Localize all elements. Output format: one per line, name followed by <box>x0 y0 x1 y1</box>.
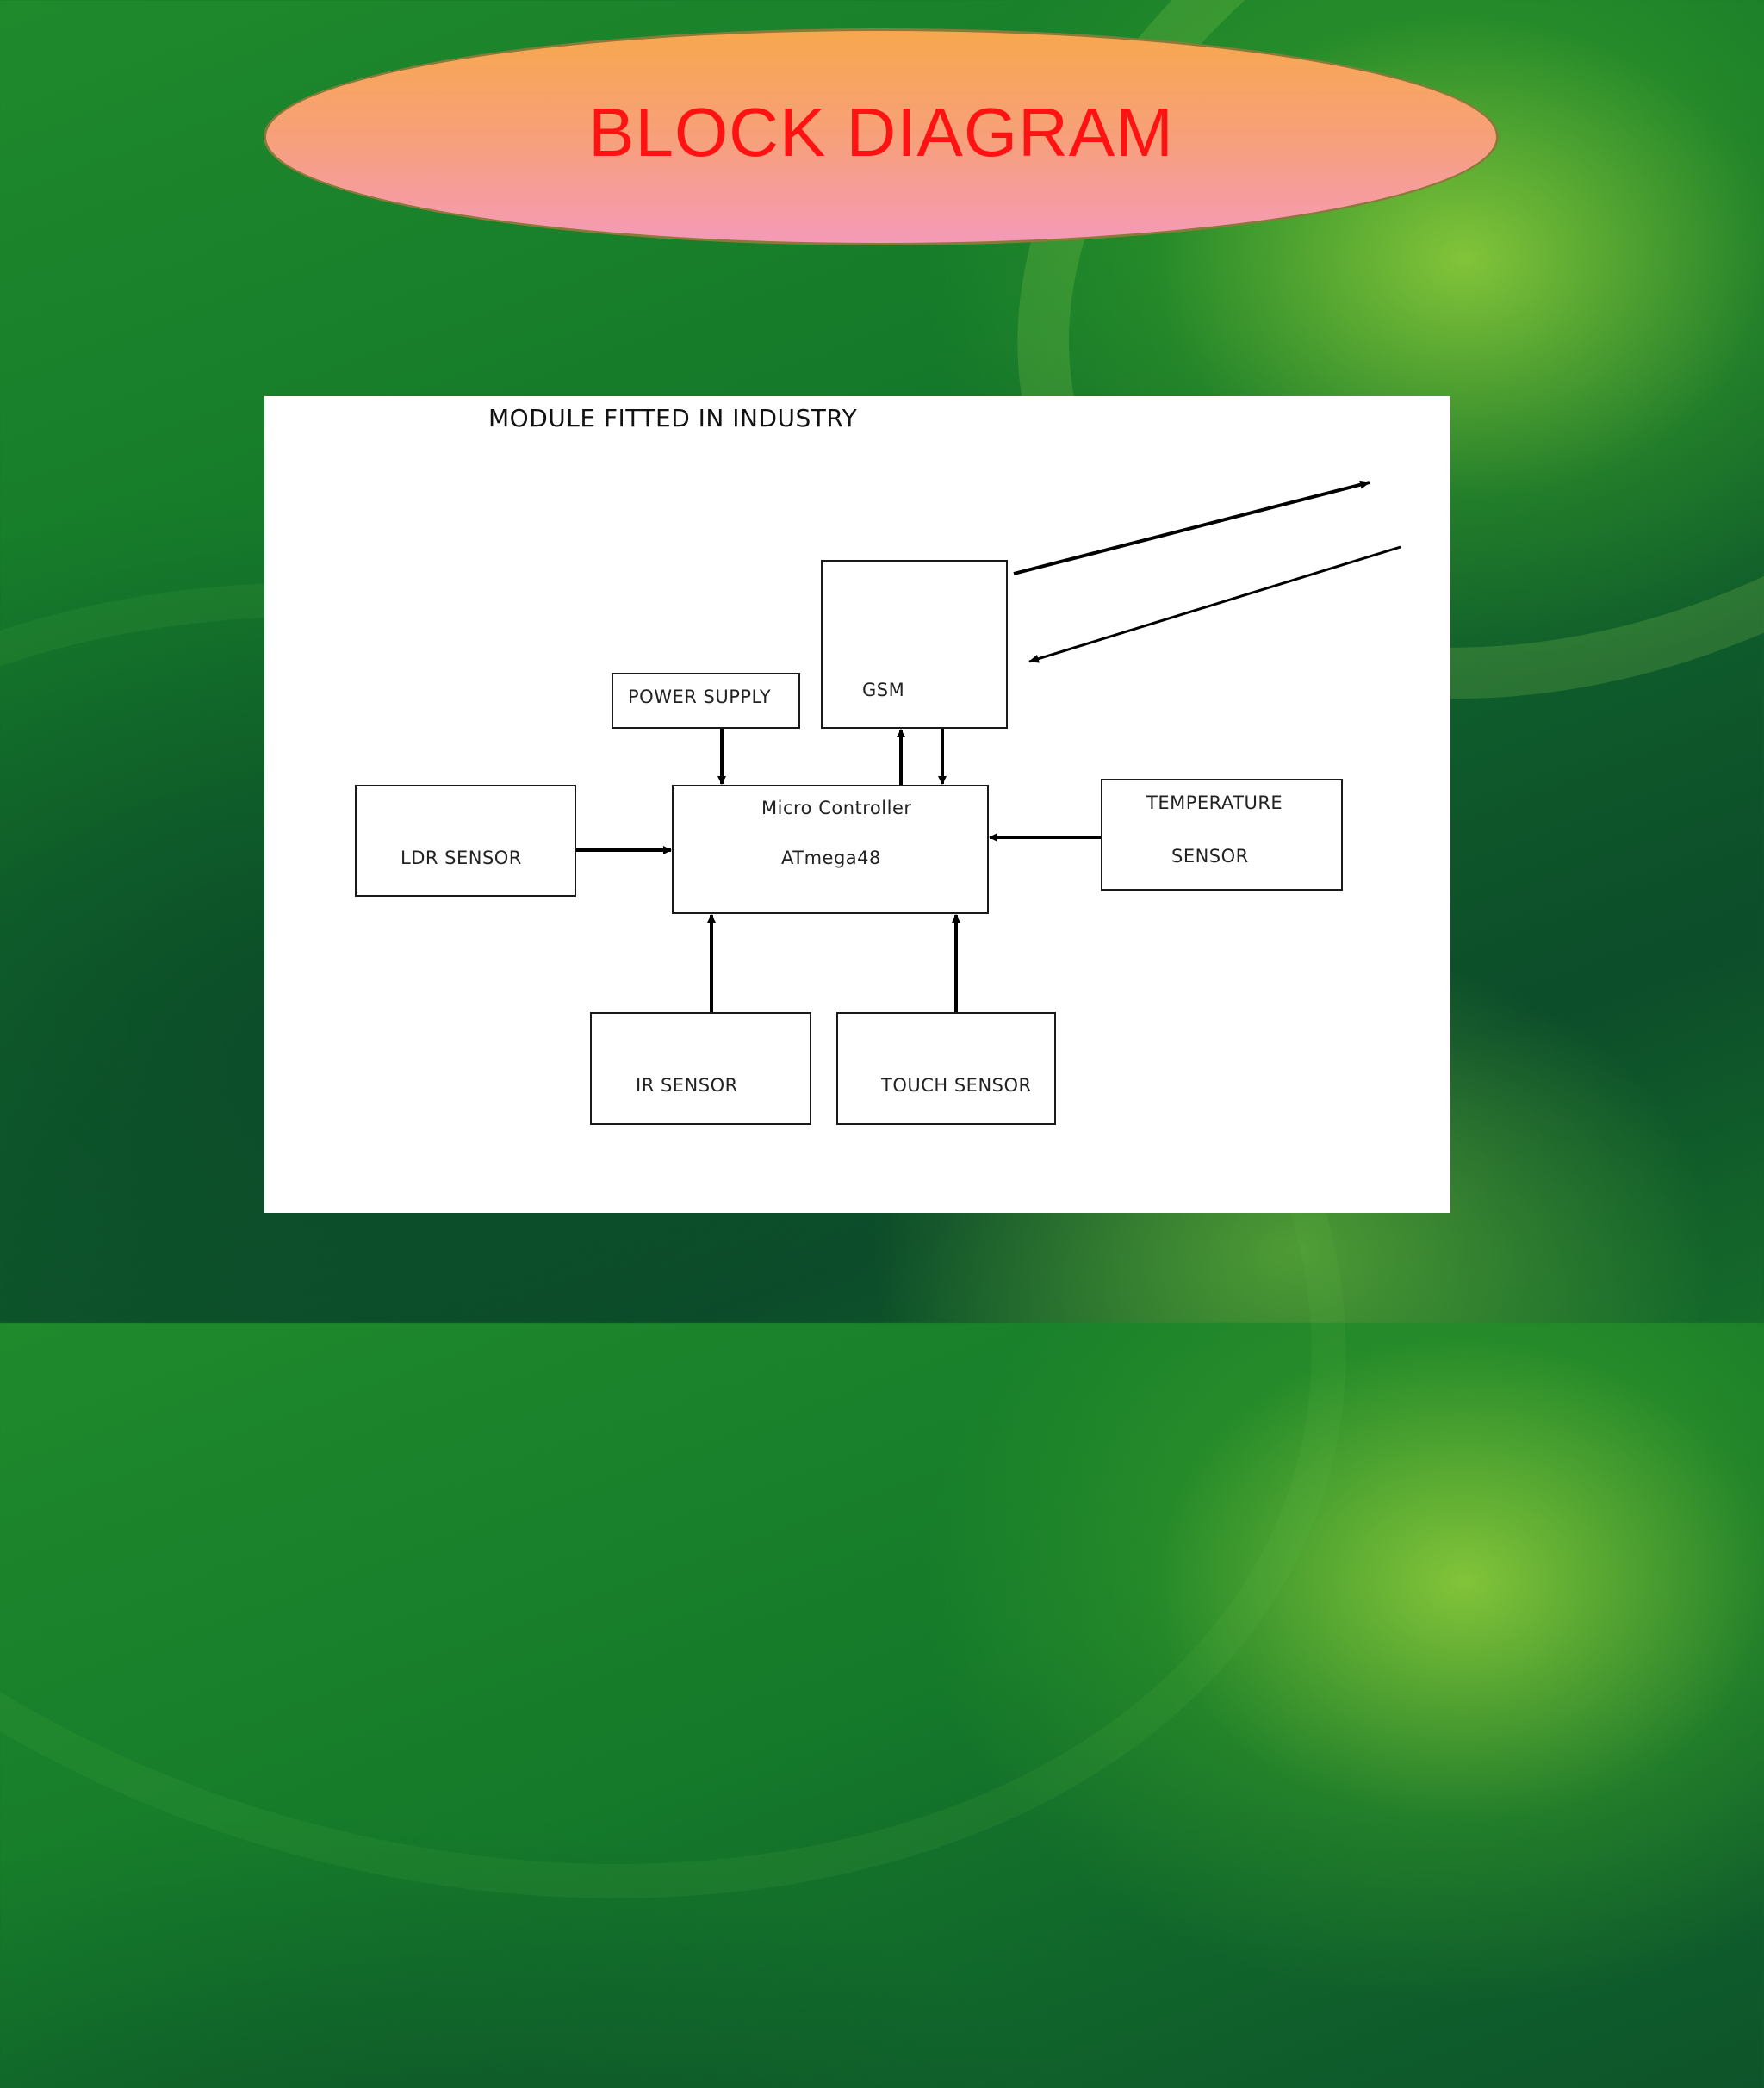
title-banner: BLOCK DIAGRAM <box>264 28 1499 245</box>
temperature-sensor-label: TEMPERATURE <box>1146 792 1283 813</box>
block-diagram: MODULE FITTED IN INDUSTRY GSM POWER SUPP… <box>264 396 1450 1213</box>
ir-sensor-label: IR SENSOR <box>636 1075 738 1096</box>
power-supply-block <box>612 673 800 729</box>
slide-title: BLOCK DIAGRAM <box>588 94 1174 171</box>
ldr-sensor-block <box>355 785 576 897</box>
arrow-gsm-incoming <box>1028 545 1401 663</box>
touch-sensor-label: TOUCH SENSOR <box>880 1075 1032 1096</box>
arrow-gsm-outgoing <box>1013 480 1370 575</box>
gsm-label: GSM <box>862 680 904 700</box>
ir-sensor-block <box>590 1012 811 1125</box>
micro-controller-label: Micro Controller <box>761 798 912 818</box>
micro-controller-block <box>672 785 989 914</box>
temperature-sensor-block <box>1101 779 1343 891</box>
power-supply-label: POWER SUPPLY <box>628 687 771 707</box>
touch-sensor-block <box>836 1012 1056 1125</box>
diagram-canvas: MODULE FITTED IN INDUSTRY GSM POWER SUPP… <box>355 404 1401 1125</box>
diagram-heading: MODULE FITTED IN INDUSTRY <box>488 404 858 432</box>
ldr-sensor-label: LDR SENSOR <box>401 848 522 868</box>
gsm-block <box>821 560 1008 729</box>
temperature-sensor-label-2: SENSOR <box>1171 846 1249 867</box>
micro-controller-model: ATmega48 <box>781 848 881 868</box>
